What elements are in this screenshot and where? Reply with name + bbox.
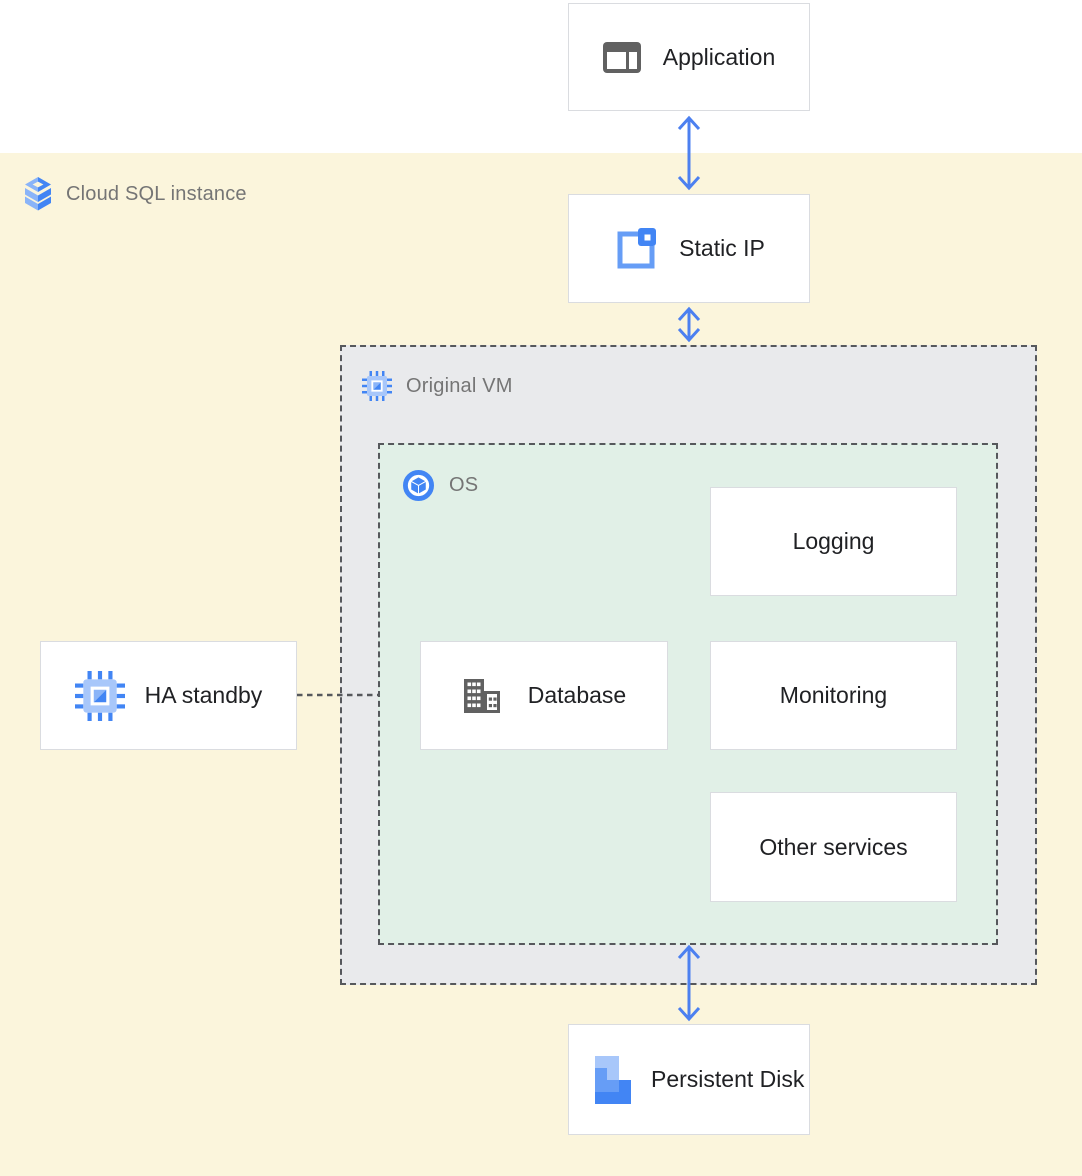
arrow-static-ip-vm	[677, 306, 701, 343]
node-monitoring: Monitoring	[710, 641, 957, 750]
database-building-icon	[463, 678, 500, 713]
node-logging: Logging	[710, 487, 957, 596]
original-vm-label-text: Original VM	[406, 374, 513, 397]
node-persistent-disk-label: Persistent Disk	[651, 1066, 805, 1093]
node-ha-standby-label: HA standby	[144, 682, 263, 708]
node-application-label: Application	[662, 43, 776, 70]
os-label: OS	[403, 470, 478, 501]
os-label-text: OS	[449, 474, 479, 496]
static-ip-icon	[617, 227, 657, 268]
os-icon	[403, 470, 434, 501]
arrow-vm-persistent-disk	[677, 944, 701, 1022]
compute-engine-icon	[74, 670, 125, 721]
os-group: OS Logging	[378, 443, 998, 945]
original-vm-group: Original VM OS Logging	[340, 345, 1037, 985]
original-vm-label: Original VM	[362, 371, 513, 401]
connector-ha-standby-vm	[297, 693, 379, 697]
node-static-ip: Static IP	[568, 194, 810, 303]
node-logging-label: Logging	[792, 528, 875, 554]
application-window-icon	[602, 41, 641, 73]
cloud-sql-instance-label: Cloud SQL instance	[24, 177, 247, 211]
node-application: Application	[568, 3, 810, 111]
compute-engine-icon	[362, 371, 392, 401]
node-static-ip-label: Static IP	[679, 235, 765, 261]
persistent-disk-icon	[595, 1055, 631, 1104]
cloud-sql-icon	[25, 177, 51, 211]
node-database: Database	[420, 641, 668, 750]
cloud-sql-instance-label-text: Cloud SQL instance	[66, 182, 247, 205]
node-other-services-label: Other services	[759, 833, 908, 860]
node-monitoring-label: Monitoring	[779, 682, 888, 708]
node-database-label: Database	[527, 682, 627, 708]
node-ha-standby: HA standby	[40, 641, 297, 750]
node-other-services: Other services	[710, 792, 957, 902]
arrow-application-static-ip	[677, 115, 701, 191]
node-persistent-disk: Persistent Disk	[568, 1024, 810, 1135]
